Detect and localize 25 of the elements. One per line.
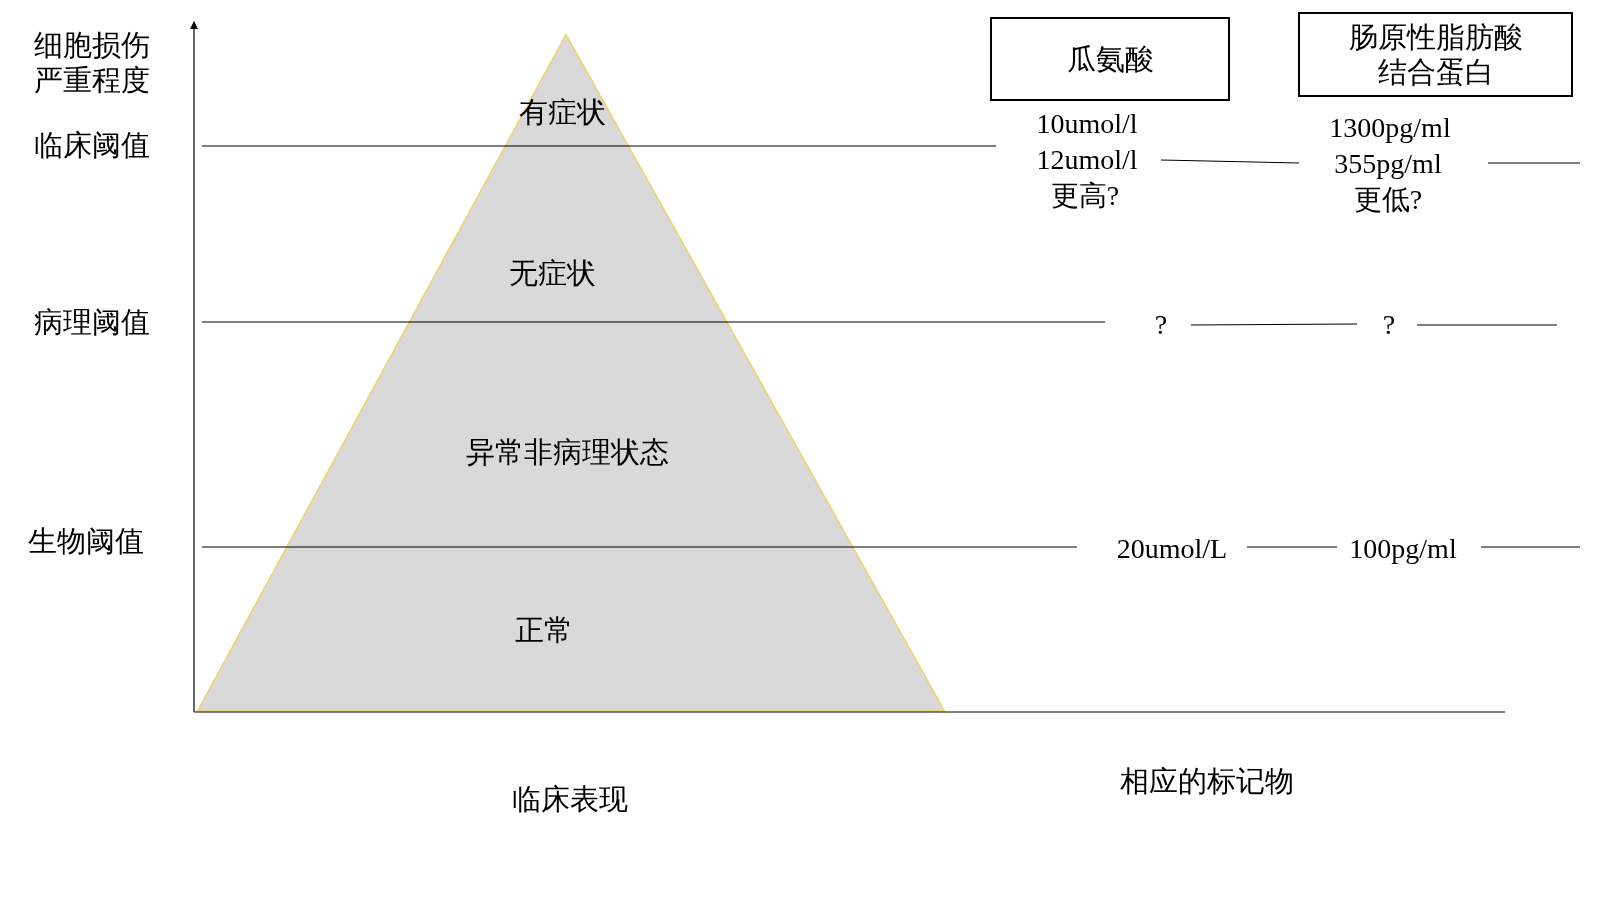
level-label: 正常: [515, 612, 573, 648]
marker-name: 肠原性脂肪酸结合蛋白: [1347, 19, 1524, 90]
axis-label: 临床表现: [512, 781, 628, 817]
marker-value: 更高?: [1050, 179, 1120, 213]
axis-label: 相应的标记物: [1120, 763, 1294, 799]
marker-box: [1298, 12, 1573, 97]
marker-value: 100pg/ml: [1349, 532, 1457, 566]
pyramid-shape: [196, 33, 946, 712]
marker-value: 12umol/l: [1036, 143, 1138, 177]
level-label: 异常非病理状态: [465, 434, 669, 470]
marker-name: 瓜氨酸: [1066, 41, 1154, 77]
marker-value: 355pg/ml: [1334, 147, 1442, 181]
marker-value: 1300pg/ml: [1329, 111, 1451, 145]
marker-value: 20umol/L: [1116, 532, 1228, 566]
marker-value: 更低?: [1353, 183, 1423, 217]
axis-title: 细胞损伤严重程度: [34, 28, 151, 98]
level-label: 有症状: [518, 94, 606, 130]
threshold-label: 病理阈值: [34, 304, 150, 340]
marker-box: [990, 17, 1230, 101]
marker-value: 10umol/l: [1036, 107, 1138, 141]
marker-value: ?: [1154, 308, 1168, 342]
marker-value: ?: [1382, 308, 1396, 342]
level-label: 无症状: [508, 255, 596, 291]
threshold-label: 生物阈值: [28, 523, 144, 559]
threshold-label: 临床阈值: [34, 127, 150, 163]
